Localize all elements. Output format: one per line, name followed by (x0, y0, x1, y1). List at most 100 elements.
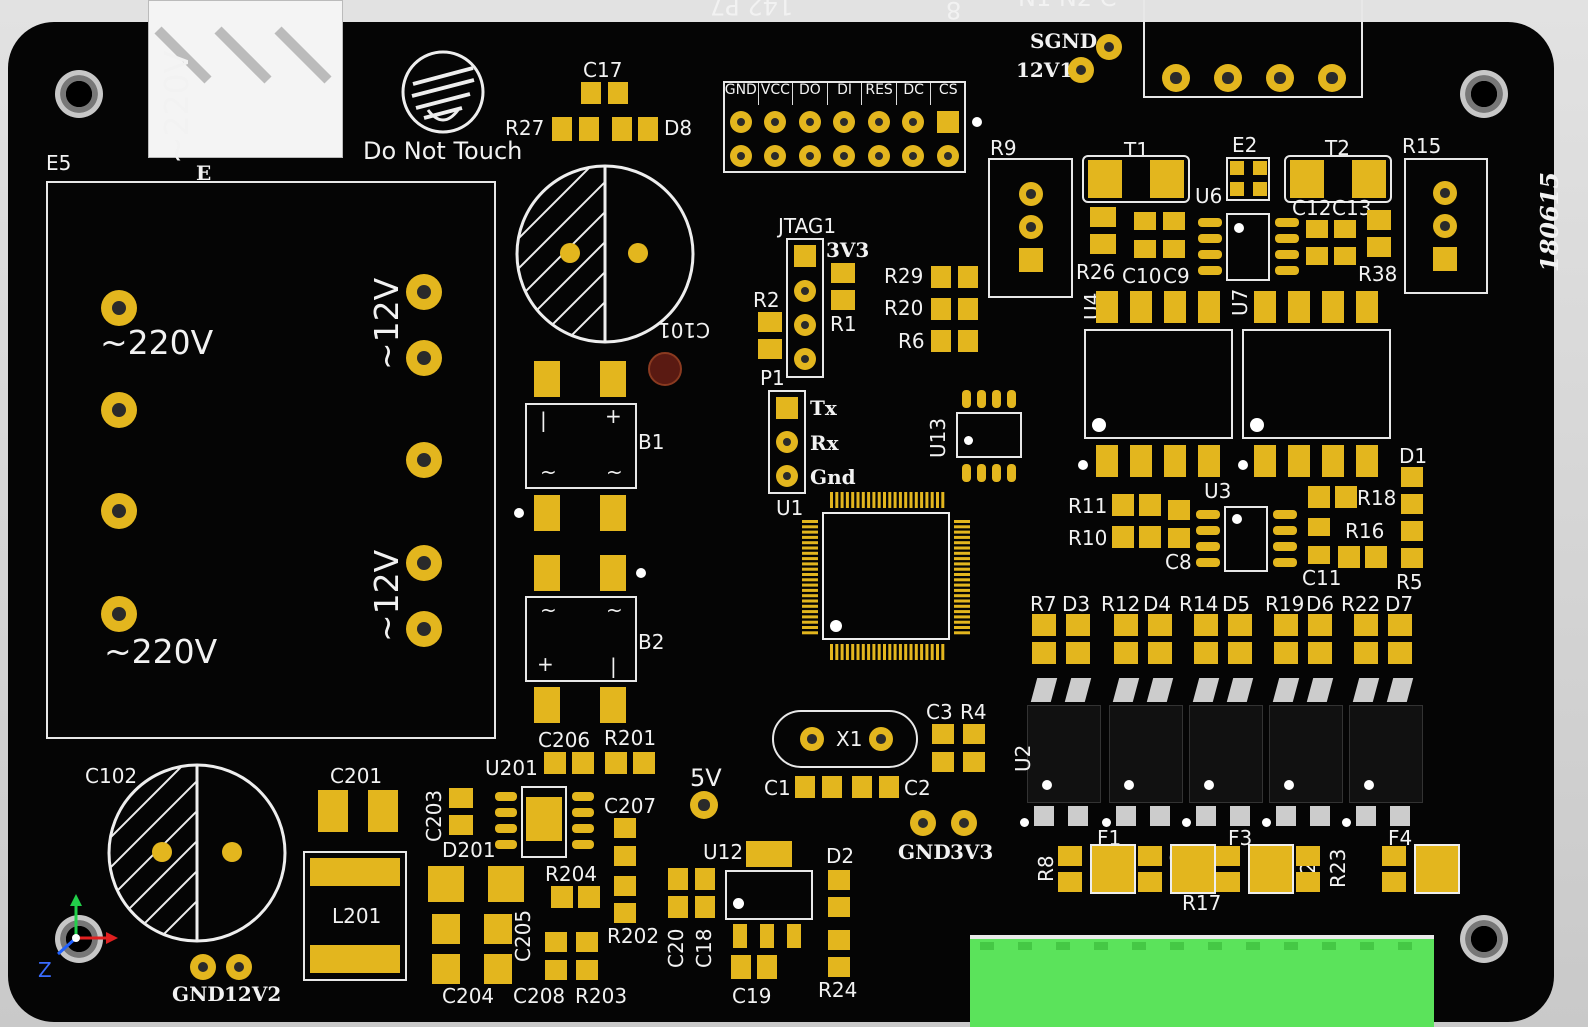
jtag-pin-square (794, 245, 816, 267)
pad (614, 903, 636, 923)
pin1-marker (1250, 418, 1264, 432)
ref-c8: C8 (1165, 550, 1192, 574)
ref-r29: R29 (884, 264, 924, 288)
pad (963, 752, 985, 772)
optocoupler-body (1350, 706, 1422, 802)
mcu-pin (802, 594, 818, 598)
connector-pin (1318, 64, 1346, 92)
pad (1356, 445, 1378, 477)
mcu-pin (877, 644, 881, 660)
pad (310, 858, 400, 886)
power-connector-housing (148, 0, 343, 158)
connector-ridges (154, 26, 332, 84)
header-pin (730, 111, 752, 133)
ref-r5: R5 (1396, 570, 1423, 594)
ic-u6 (1226, 213, 1270, 281)
pad (526, 797, 562, 841)
ref-c12: C12 (1292, 196, 1332, 220)
ref-u7: U7 (1228, 288, 1252, 316)
mcu-pin (802, 520, 818, 523)
label-vac-2: ~220V (104, 632, 218, 671)
pad (578, 886, 600, 908)
pad (1273, 526, 1297, 535)
mcu-pin (909, 492, 913, 508)
pad (668, 896, 688, 918)
pad (1382, 872, 1406, 892)
pad (495, 808, 517, 817)
pad (746, 841, 792, 867)
pad (614, 846, 636, 866)
b2-ac: ~ (606, 598, 623, 622)
pad (758, 339, 782, 359)
ref-f1: F1 (1097, 826, 1122, 850)
mcu-pin (954, 583, 970, 587)
pad (1306, 220, 1328, 238)
pad (310, 945, 400, 973)
label-vac-top: ~220V (157, 50, 196, 164)
jtag-pin (794, 314, 816, 336)
pad (572, 752, 594, 774)
pad (1112, 494, 1134, 516)
pad (1139, 494, 1161, 516)
ref-p1: P1 (760, 366, 785, 390)
ref-c101: C101 (658, 318, 711, 342)
mcu-pin (954, 520, 970, 523)
pad (608, 82, 628, 104)
ref-r15: R15 (1402, 134, 1442, 158)
pad (1090, 234, 1116, 254)
mcu-pin (845, 492, 849, 508)
ref-f3: F3 (1228, 826, 1253, 850)
ref-r6: R6 (898, 329, 925, 353)
mcu-pin (856, 644, 860, 660)
mcu-pin (936, 492, 939, 508)
label-12v-2: ~12V (367, 549, 406, 642)
mcu-pin (802, 546, 818, 550)
fuse-pad (1416, 846, 1458, 892)
pad (1275, 250, 1299, 259)
pin1-marker (1020, 818, 1029, 827)
terminal-slot (1246, 942, 1260, 950)
fuse-outline (1248, 844, 1294, 894)
mcu-pin (867, 492, 871, 508)
ref-r19: R19 (1265, 592, 1305, 616)
ref-l201: L201 (332, 904, 382, 928)
pad (1134, 212, 1156, 230)
pad (572, 792, 594, 801)
mcu-pin (802, 620, 818, 624)
pin1-marker (1124, 780, 1134, 790)
mcu-pin (872, 492, 876, 508)
mcu-pin (925, 644, 929, 660)
pad (733, 924, 747, 948)
pad (612, 117, 632, 141)
optocoupler-body (1110, 706, 1182, 802)
ref-c203: C203 (422, 789, 446, 842)
pin-label: DO (793, 83, 828, 105)
pad (1164, 445, 1186, 477)
pad (1198, 445, 1220, 477)
header-pin (937, 145, 959, 167)
ref-r11: R11 (1068, 494, 1108, 518)
pad (962, 390, 971, 408)
mcu-pin (888, 492, 892, 508)
pad (1308, 546, 1330, 564)
pad (1334, 220, 1356, 238)
uart-pin (776, 465, 798, 487)
transistor-t1 (1082, 155, 1190, 203)
mcu-pin (802, 615, 818, 619)
pad (600, 555, 626, 591)
pad (695, 896, 715, 918)
spi-header-labels: GND VCC DO DI RES DC CS (724, 83, 965, 105)
pin1-marker (1342, 818, 1351, 827)
ref-c206: C206 (538, 728, 591, 752)
pad (552, 117, 572, 141)
pin1-marker (1284, 780, 1294, 790)
board-id: 180615 (1535, 171, 1565, 273)
pad (757, 955, 777, 979)
header-pin (833, 111, 855, 133)
pad (1273, 510, 1297, 519)
ref-r12: R12 (1101, 592, 1141, 616)
mcu-pin (883, 492, 886, 508)
ref-u2: U2 (1011, 744, 1035, 772)
pin1-marker (1102, 818, 1111, 827)
